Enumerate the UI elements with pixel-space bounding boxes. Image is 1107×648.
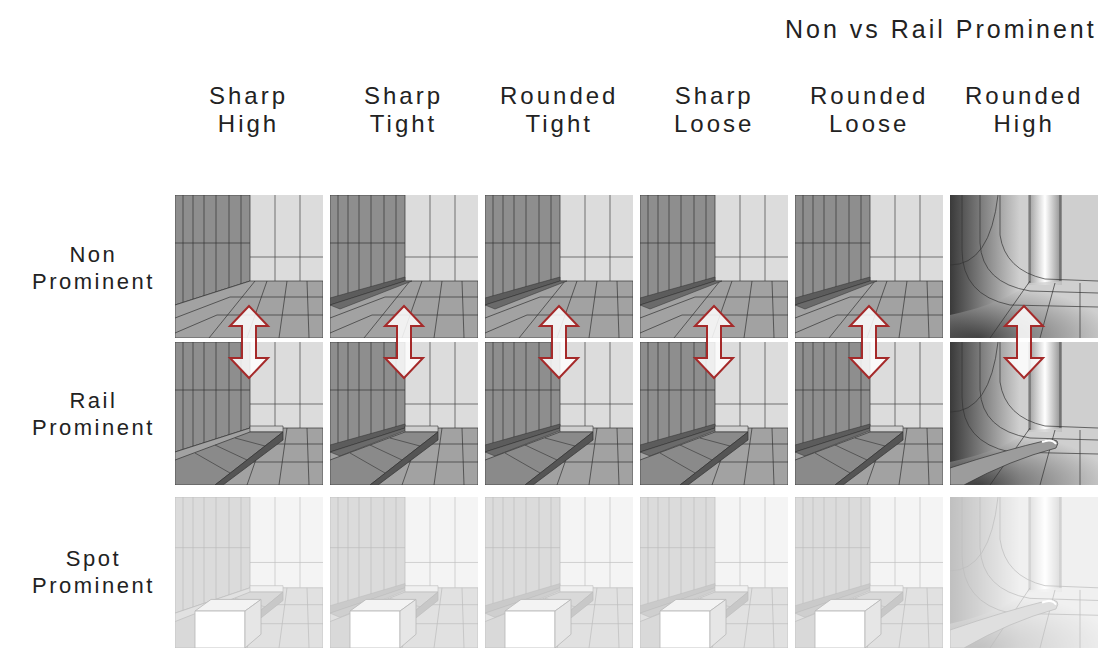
- column-header: Sharp Loose: [674, 82, 754, 138]
- render-cell: [950, 342, 1098, 485]
- render-cell: [795, 497, 943, 648]
- render-cell: [175, 497, 323, 648]
- render-cell: [330, 497, 478, 648]
- row-header: Rail Prominent: [32, 387, 155, 441]
- render-cell: [330, 342, 478, 485]
- render-cell: [640, 195, 788, 338]
- double-arrow: [695, 306, 733, 378]
- render-cell: [175, 342, 323, 485]
- render-cell: [640, 342, 788, 485]
- column-header: Rounded Loose: [810, 82, 928, 138]
- double-arrow: [385, 306, 423, 378]
- column-header: Rounded Tight: [500, 82, 618, 138]
- render-cell: [640, 497, 788, 648]
- double-arrow: [540, 306, 578, 378]
- render-cell: [485, 497, 633, 648]
- row-header: Non Prominent: [32, 241, 155, 295]
- column-header: Sharp Tight: [364, 82, 443, 138]
- diagram-title: Non vs Rail Prominent: [785, 14, 1097, 44]
- render-cell: [330, 195, 478, 338]
- render-cell: [485, 195, 633, 338]
- render-cell: [950, 497, 1098, 648]
- render-cell: [950, 195, 1098, 338]
- row-header: Spot Prominent: [32, 545, 155, 599]
- render-cell: [795, 342, 943, 485]
- double-arrow: [850, 306, 888, 378]
- render-cell: [175, 195, 323, 338]
- render-cell: [795, 195, 943, 338]
- column-header: Rounded High: [965, 82, 1083, 138]
- column-header: Sharp High: [209, 82, 288, 138]
- double-arrow: [230, 306, 268, 378]
- double-arrow: [1005, 306, 1043, 378]
- render-cell: [485, 342, 633, 485]
